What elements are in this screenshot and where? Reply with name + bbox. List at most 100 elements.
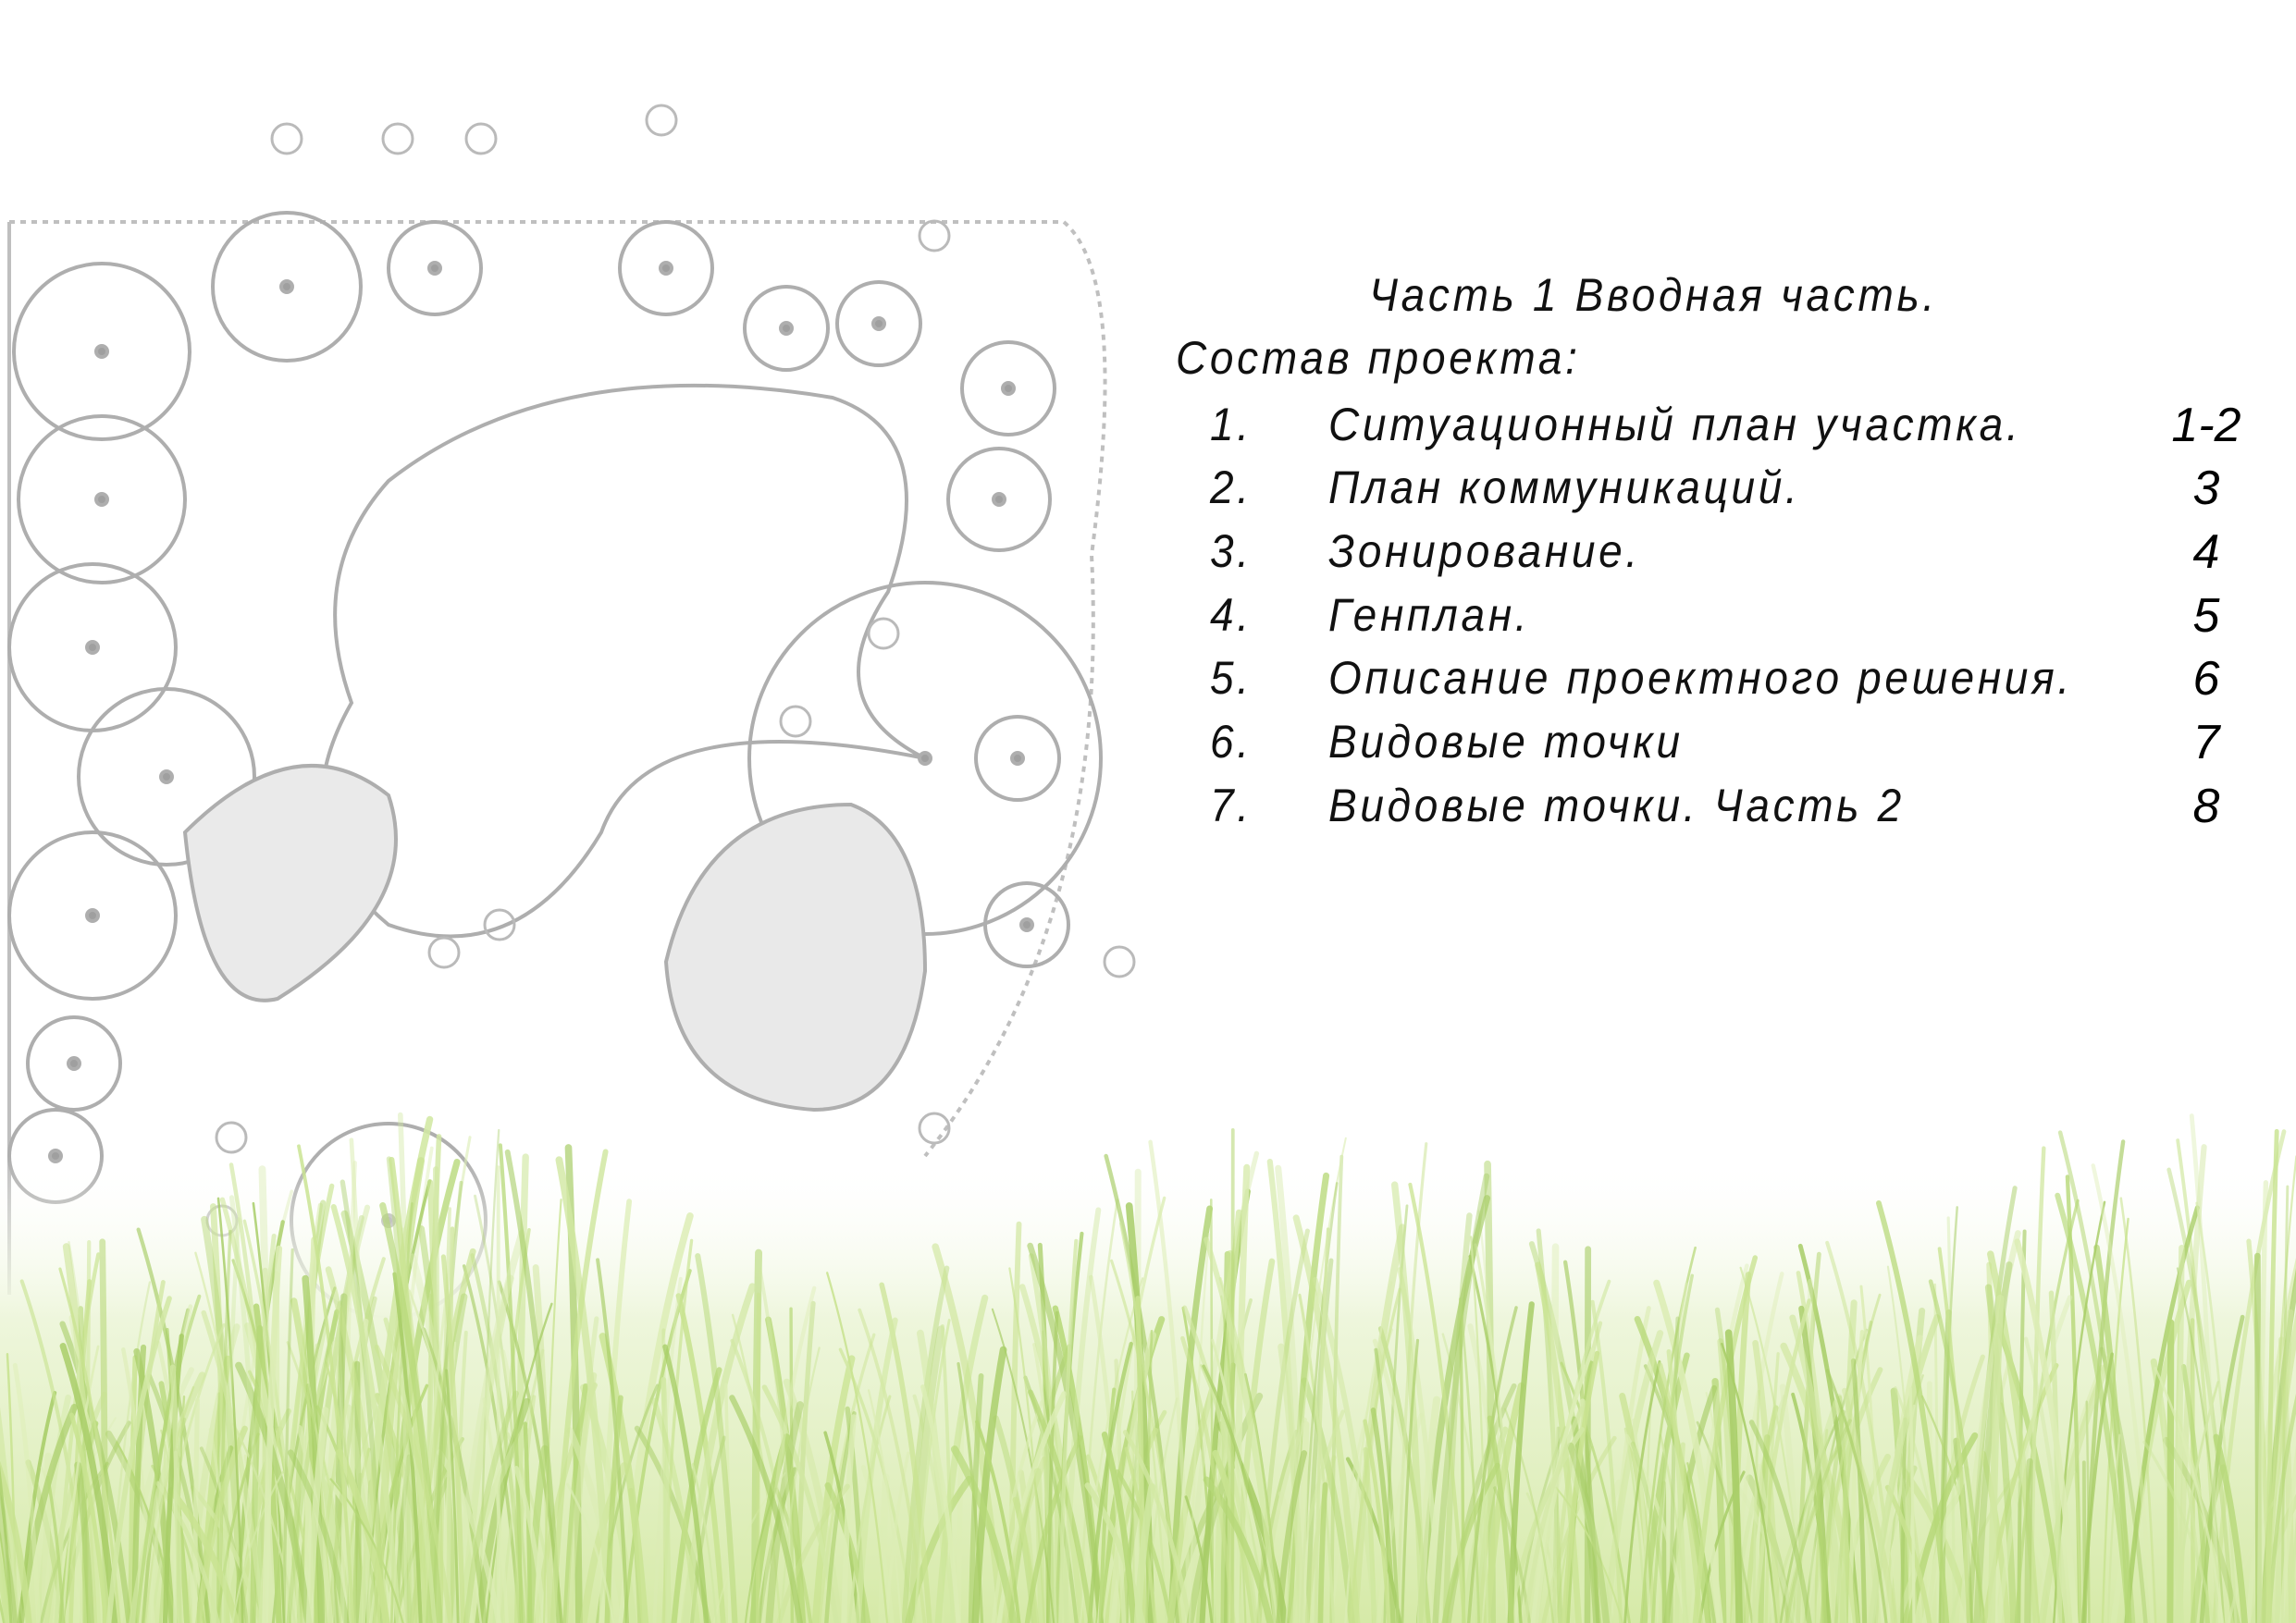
grass-blade bbox=[1786, 1393, 1843, 1623]
grass-blade bbox=[1098, 1387, 1117, 1623]
contents-heading: Состав проекта: bbox=[1176, 332, 1581, 384]
grass-blade bbox=[783, 1378, 843, 1623]
grass-blade bbox=[262, 1245, 283, 1623]
grass-blade bbox=[818, 1333, 876, 1623]
grass-blade bbox=[1108, 1331, 1157, 1623]
tree-trunk bbox=[659, 261, 673, 276]
grass-blade bbox=[543, 1199, 562, 1623]
pond bbox=[663, 802, 928, 1113]
lawn-outline bbox=[320, 383, 926, 939]
grass-blade bbox=[1441, 1462, 1500, 1623]
grass-blade bbox=[1122, 1430, 1192, 1623]
grass-blade bbox=[1019, 1284, 1085, 1623]
grass-blade bbox=[2106, 1433, 2121, 1623]
grass-blade bbox=[651, 1397, 700, 1623]
grass-blade bbox=[920, 1384, 961, 1623]
grass-blade bbox=[779, 1346, 821, 1623]
tree-symbol bbox=[835, 280, 922, 367]
grass-blade bbox=[199, 1446, 249, 1623]
grass-blade bbox=[878, 1473, 890, 1623]
grass-blade bbox=[0, 1549, 12, 1623]
grass-blade bbox=[1256, 1228, 1310, 1623]
grass-blade bbox=[660, 1377, 672, 1623]
grass-blade bbox=[1868, 1314, 1941, 1623]
grass-blade bbox=[286, 1341, 353, 1623]
grass-blade bbox=[169, 1364, 183, 1623]
tree-trunk bbox=[992, 492, 1006, 507]
grass-blade bbox=[824, 1482, 871, 1623]
item-label: Описание проектного решения. bbox=[1328, 652, 2073, 704]
grass-blade bbox=[991, 1400, 1044, 1623]
grass-blade bbox=[826, 1272, 889, 1623]
grass-blade bbox=[2142, 1440, 2216, 1623]
grass-blade bbox=[867, 1389, 903, 1623]
item-label: Ситуационный план участка. bbox=[1328, 399, 2022, 450]
tree-trunk bbox=[427, 261, 442, 276]
grass-blade bbox=[1278, 1343, 1306, 1623]
grass-blade bbox=[129, 1371, 206, 1623]
grass-blade bbox=[695, 1253, 738, 1623]
grass-blade bbox=[514, 1395, 537, 1623]
grass-blade bbox=[2099, 1346, 2148, 1623]
grass-blade bbox=[1780, 1342, 1860, 1623]
grass-blade bbox=[1213, 1209, 1242, 1623]
grass-blade bbox=[2277, 1336, 2296, 1623]
contents-item: 1. Ситуационный план участка. 1-2 bbox=[0, 398, 2296, 453]
grass-blade bbox=[1752, 1389, 1760, 1623]
item-label: План коммуникаций. bbox=[1328, 461, 1801, 513]
grass-blade bbox=[756, 1292, 761, 1623]
contents-item: 2. План коммуникаций. 3 bbox=[0, 461, 2296, 516]
grass-blade bbox=[374, 1345, 453, 1623]
grass-blade bbox=[675, 1293, 726, 1623]
tree-symbol bbox=[618, 220, 714, 316]
grass-blade bbox=[1459, 1318, 1465, 1623]
tree-trunk bbox=[1019, 917, 1034, 932]
grass-blade bbox=[0, 1460, 32, 1623]
grass-blade bbox=[297, 1144, 355, 1623]
grass-blade bbox=[956, 1415, 965, 1623]
grass-blade bbox=[1057, 1238, 1079, 1623]
grass-blade bbox=[61, 1345, 100, 1623]
grass-blade bbox=[1724, 1329, 1743, 1623]
grass-blade bbox=[420, 1327, 488, 1623]
grass-blade bbox=[1839, 1299, 1858, 1623]
grass-blade bbox=[1344, 1281, 1393, 1623]
grass-blade bbox=[1202, 1364, 1278, 1623]
grass-blade bbox=[1204, 1236, 1279, 1623]
item-number: 6. bbox=[1210, 716, 1253, 768]
contents-item: 4. Генплан. 5 bbox=[0, 588, 2296, 644]
grass-blade bbox=[2091, 1163, 2154, 1623]
grass-blade bbox=[1669, 1316, 1680, 1623]
item-number: 2. bbox=[1210, 461, 1253, 513]
grass-blade bbox=[282, 1248, 294, 1623]
grass-blade bbox=[1657, 1362, 1703, 1623]
grass-blade bbox=[1753, 1298, 1811, 1623]
grass-blade bbox=[1534, 1455, 1567, 1623]
grass-blade bbox=[1028, 1389, 1094, 1623]
grass-blade bbox=[1182, 1305, 1259, 1623]
grass-blade bbox=[231, 1470, 284, 1623]
grass-blade bbox=[1148, 1139, 1192, 1623]
grass-blade bbox=[2260, 1310, 2296, 1623]
grass-blade bbox=[1329, 1154, 1344, 1623]
tree-trunk bbox=[85, 640, 100, 655]
tree-trunk bbox=[1010, 751, 1025, 766]
grass-blade bbox=[996, 1391, 1068, 1623]
grass-blade bbox=[74, 1461, 94, 1623]
grass-blade bbox=[1632, 1418, 1652, 1623]
grass-blade bbox=[2173, 1381, 2220, 1623]
item-number: 7. bbox=[1210, 780, 1253, 831]
grass-blade bbox=[1218, 1277, 1282, 1623]
tree-trunk bbox=[279, 279, 294, 294]
item-page: 5 bbox=[2192, 589, 2220, 643]
grass-blade bbox=[330, 1204, 401, 1623]
grass-blade bbox=[1784, 1419, 1852, 1623]
grass-blade bbox=[1012, 1496, 1040, 1623]
grass-blade bbox=[879, 1282, 932, 1623]
landscape-plan-sketch bbox=[7, 104, 1136, 1320]
grass-blade bbox=[383, 1317, 438, 1623]
grass-blade bbox=[566, 1371, 598, 1623]
grass-blade bbox=[440, 1254, 466, 1623]
grass-blade bbox=[1290, 1409, 1345, 1623]
grass-blade bbox=[901, 1265, 950, 1623]
